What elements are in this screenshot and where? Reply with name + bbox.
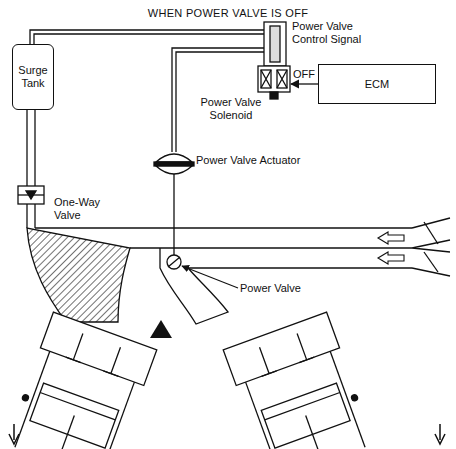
part-label: Power Valve Actuator xyxy=(196,154,326,167)
vacuum-hose xyxy=(30,30,264,44)
actuator-symbol xyxy=(154,154,194,256)
part-label: One-Way Valve xyxy=(54,196,110,222)
node-text: Surge Tank xyxy=(16,64,50,90)
vacuum-hose xyxy=(176,52,264,152)
right-runner xyxy=(160,248,228,324)
air-flow-arrow xyxy=(378,252,404,264)
vacuum-hose xyxy=(172,48,264,152)
motion-arrow xyxy=(9,424,19,444)
intake-duct xyxy=(35,218,450,276)
air-flow-arrow xyxy=(378,232,404,244)
signal-wire xyxy=(291,83,318,84)
cylinder xyxy=(223,312,374,449)
part-label: Power Valve Control Signal xyxy=(292,20,384,46)
part-label: OFF xyxy=(293,68,317,81)
surge-tank-pipe xyxy=(34,110,35,228)
leader-line xyxy=(182,266,238,288)
left-runner xyxy=(27,228,130,322)
tank-box: Surge Tank xyxy=(12,44,54,110)
part-label: Power Valve Solenoid xyxy=(198,96,264,122)
diagram-title: WHEN POWER VALVE IS OFF xyxy=(0,7,456,20)
vacuum-hose xyxy=(34,34,264,44)
motion-arrow xyxy=(435,424,445,444)
node-text: ECM xyxy=(365,78,389,91)
injector-spray xyxy=(150,320,172,338)
one-way-valve xyxy=(18,186,44,204)
surge-tank-pipe xyxy=(26,110,27,228)
control-unit-box: ECM xyxy=(318,64,436,104)
power-valve-symbol xyxy=(167,255,181,269)
solenoid-symbol xyxy=(258,22,290,99)
part-label: Power Valve xyxy=(240,282,320,295)
cylinder xyxy=(6,312,157,449)
